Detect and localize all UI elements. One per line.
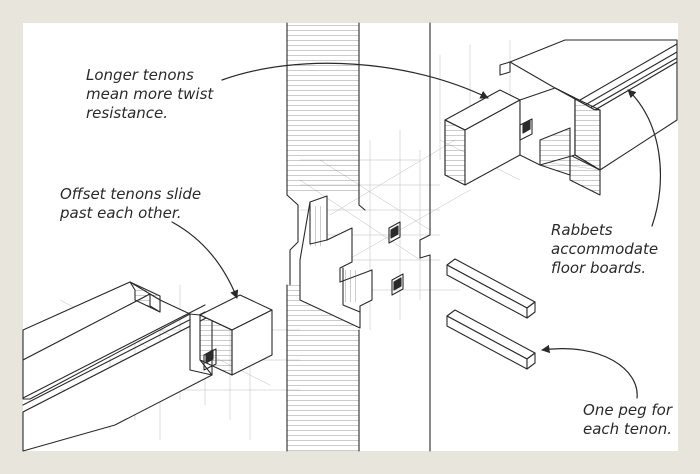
pegs bbox=[446, 258, 536, 370]
upper-right-beam bbox=[444, 39, 678, 196]
callout-arrows bbox=[171, 62, 661, 399]
peg-lower bbox=[446, 309, 536, 370]
callout-longer-tenons: Longer tenons mean more twist resistance… bbox=[86, 66, 214, 122]
callout-offset-tenons: Offset tenons slide past each other. bbox=[60, 185, 202, 222]
arrow-one-peg bbox=[541, 344, 638, 399]
arrow-rabbets bbox=[627, 89, 661, 227]
arrow-offset-tenons bbox=[171, 221, 239, 299]
arrow-longer-tenons bbox=[221, 62, 489, 99]
callout-rabbets: Rabbets accommodate floor boards. bbox=[551, 221, 659, 277]
callout-one-peg: One peg for each tenon. bbox=[582, 401, 672, 438]
peg-upper bbox=[446, 258, 536, 319]
lower-left-beam bbox=[22, 281, 273, 452]
post bbox=[286, 22, 431, 452]
